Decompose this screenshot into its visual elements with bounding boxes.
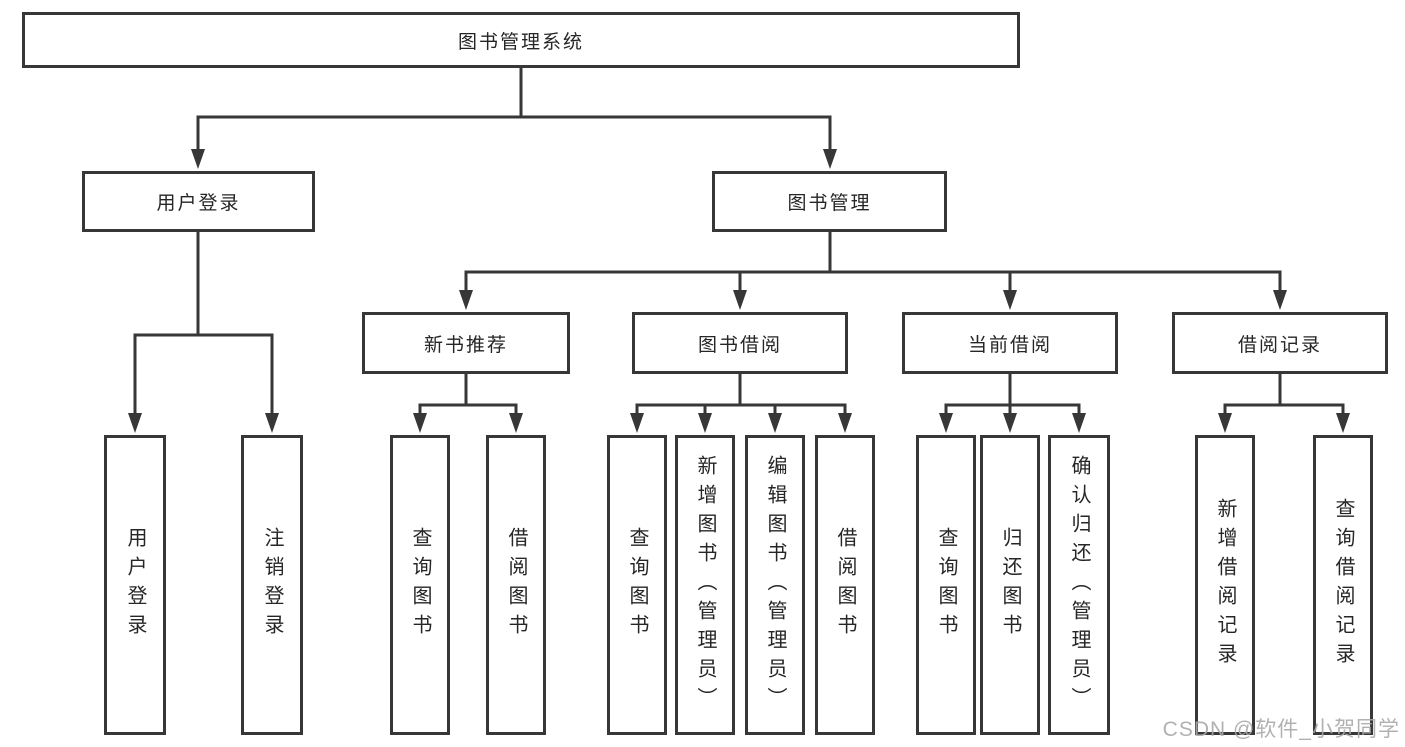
node-library-management-system: 图书管理系统 [22, 12, 1020, 68]
node-label: 确认归还（管理员） [1068, 454, 1090, 716]
node-label: 归还图书 [999, 527, 1021, 643]
arrowheads-level2 [191, 149, 837, 169]
csdn-watermark: CSDN @软件_小贺同学 [1162, 718, 1400, 741]
arrowheads-records-leaves [1218, 413, 1350, 433]
leaf-confirm-return-admin: 确认归还（管理员） [1048, 435, 1110, 735]
node-borrow-records: 借阅记录 [1172, 312, 1388, 374]
node-label: 当前借阅 [967, 334, 1052, 356]
node-label: 借阅记录 [1237, 334, 1322, 356]
leaf-return-book: 归还图书 [980, 435, 1040, 735]
leaf-edit-book-admin: 编辑图书（管理员） [745, 435, 805, 735]
arrowheads-level3 [459, 290, 1287, 310]
node-label: 编辑图书（管理员） [764, 454, 786, 716]
leaf-query-borrow-record: 查询借阅记录 [1313, 435, 1373, 735]
node-book-management: 图书管理 [712, 171, 947, 232]
leaf-logout: 注销登录 [241, 435, 303, 735]
leaf-query-book-borrow: 查询图书 [607, 435, 667, 735]
leaf-user-login: 用户登录 [104, 435, 166, 735]
connector-borrow-to-leaves [635, 374, 847, 417]
leaf-query-book-recommend: 查询图书 [390, 435, 450, 735]
leaf-borrow-book: 借阅图书 [815, 435, 875, 735]
node-label: 借阅图书 [505, 527, 527, 643]
leaf-add-borrow-record: 新增借阅记录 [1195, 435, 1255, 735]
node-label: 用户登录 [156, 193, 241, 214]
leaf-query-book-current: 查询图书 [916, 435, 976, 735]
leaf-add-book-admin: 新增图书（管理员） [675, 435, 735, 735]
arrowheads-user-login-leaves [128, 413, 279, 433]
node-label: 注销登录 [261, 527, 283, 643]
connector-records-to-leaves [1223, 374, 1345, 417]
leaf-borrow-book-recommend: 借阅图书 [486, 435, 546, 735]
node-label: 查询借阅记录 [1332, 498, 1354, 672]
connector-user-login-to-leaves [133, 232, 274, 417]
node-label: 查询图书 [935, 527, 957, 643]
node-label: 查询图书 [626, 527, 648, 643]
node-current-borrow: 当前借阅 [902, 312, 1118, 374]
arrowheads-current-leaves [939, 413, 1086, 433]
node-label: 查询图书 [409, 527, 431, 643]
node-label: 新增图书（管理员） [694, 454, 716, 716]
node-label: 用户登录 [124, 527, 146, 643]
node-label: 图书管理 [787, 193, 872, 214]
node-label: 图书管理系统 [457, 31, 584, 53]
node-label: 新书推荐 [423, 334, 508, 356]
connector-root-to-level2 [196, 68, 832, 153]
node-label: 借阅图书 [834, 527, 856, 643]
node-label: 新增借阅记录 [1214, 498, 1236, 672]
connector-current-to-leaves [944, 374, 1081, 417]
node-user-login: 用户登录 [82, 171, 315, 232]
node-new-book-recommend: 新书推荐 [362, 312, 570, 374]
arrowheads-borrow-leaves [630, 413, 852, 433]
node-book-borrow: 图书借阅 [632, 312, 848, 374]
connector-new-rec-to-leaves [418, 374, 518, 417]
connector-book-mgmt-to-level3 [464, 232, 1282, 294]
arrowheads-new-rec-leaves [413, 413, 523, 433]
node-label: 图书借阅 [697, 334, 782, 356]
